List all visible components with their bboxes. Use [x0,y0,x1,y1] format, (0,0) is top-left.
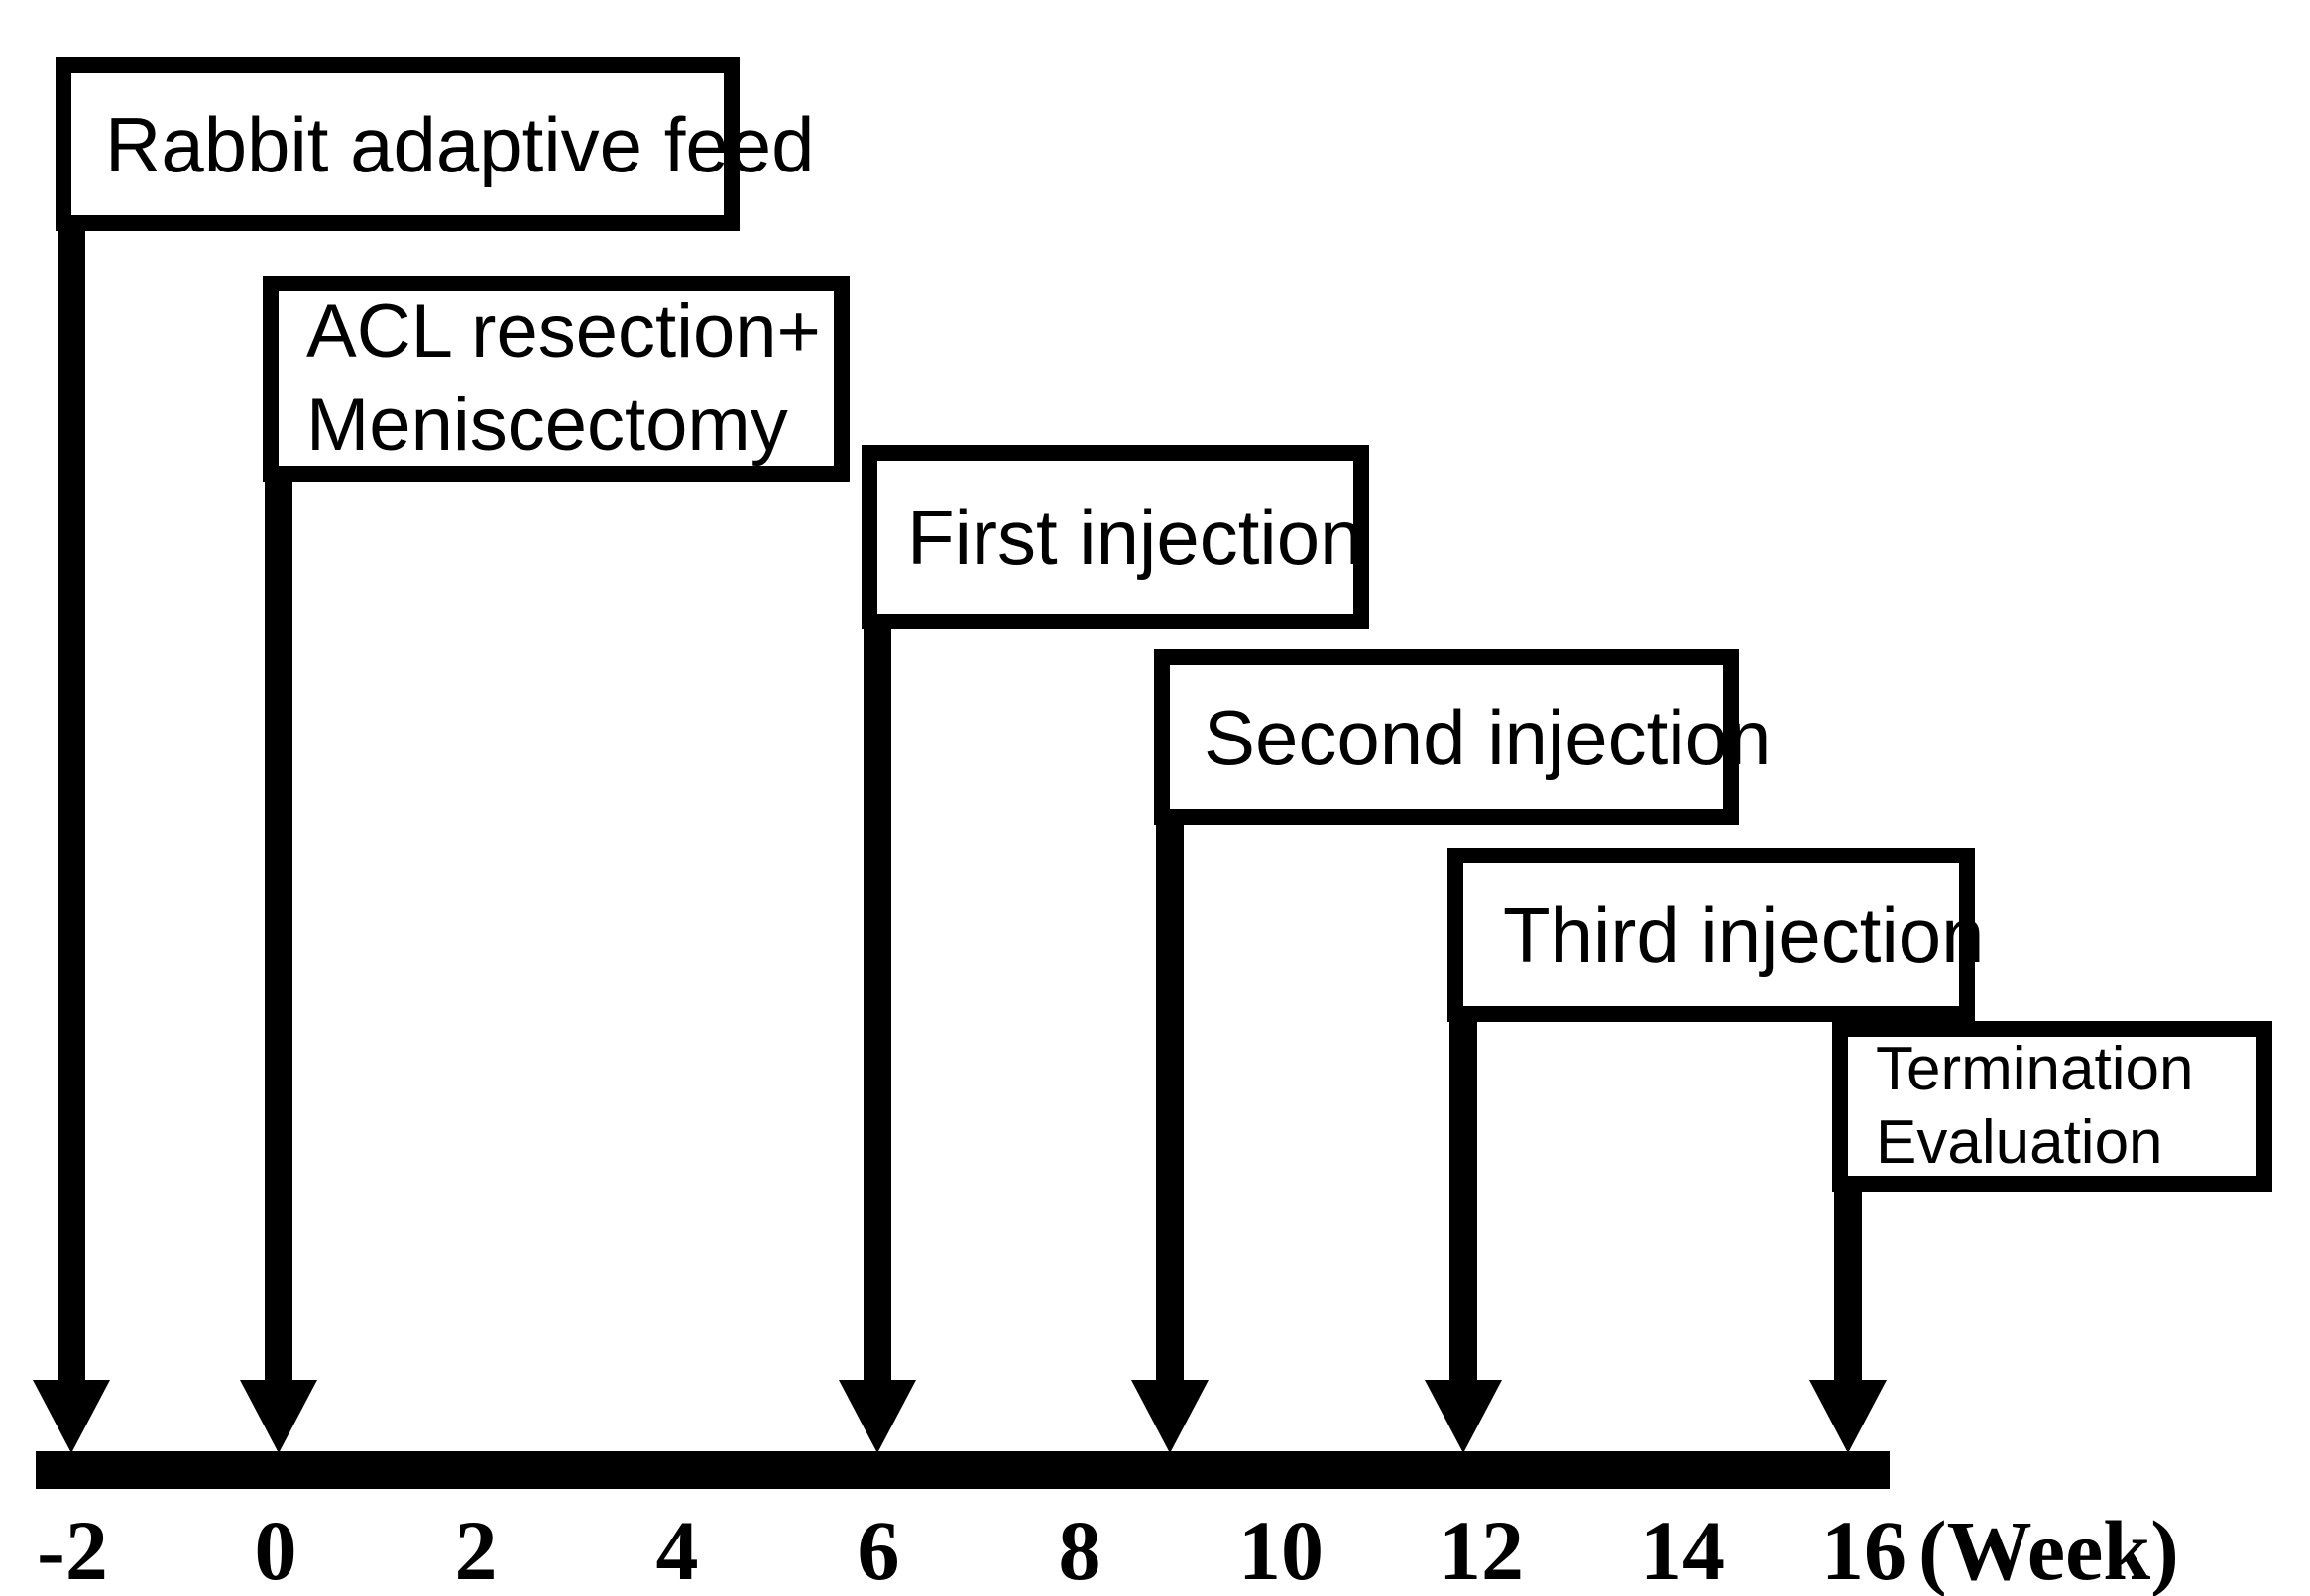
week-tick-label: 8 [1058,1503,1101,1596]
event-box-first-injection: First injection [862,445,1369,629]
event-label: Second injection [1204,693,1772,781]
event-label: First injection [907,494,1363,581]
arrow-head-icon [240,1380,317,1453]
arrow-head-icon [33,1380,110,1453]
week-tick-label: 14 [1640,1503,1725,1596]
arrow-shaft-second-injection [1156,825,1184,1386]
event-label: ACL resection+ [306,289,821,374]
event-label: Termination [1876,1035,2194,1103]
event-box-rabbit-adaptive-feed: Rabbit adaptive feed [56,57,815,231]
event-box-third-injection: Third injection [1447,848,1985,1022]
event-box-termination-evaluation: Termination Evaluation [1832,1021,2272,1192]
arrow-shaft-third-injection [1449,1022,1477,1386]
week-tick-label: 0 [254,1503,297,1596]
timeline-axis-bar [36,1451,1890,1489]
event-box-second-injection: Second injection [1154,649,1772,825]
arrow-shaft-first-injection [864,629,891,1386]
arrow-shaft-termination-evaluation [1834,1192,1862,1386]
arrow-head-icon [1131,1380,1209,1453]
week-tick-label: 12 [1439,1503,1524,1596]
arrow-shaft-acl-resection [265,482,292,1386]
week-tick-label: 4 [655,1503,699,1596]
arrow-head-icon [1809,1380,1887,1453]
week-tick-label: 16 [1821,1503,1906,1596]
arrow-head-icon [839,1380,916,1453]
event-label: Evaluation [1876,1108,2163,1177]
week-tick-label: 6 [857,1503,900,1596]
week-tick-label: 10 [1238,1503,1324,1596]
event-label: Meniscectomy [306,383,788,467]
week-axis-unit-label: (Week) [1918,1503,2179,1596]
week-tick-label: 2 [454,1503,498,1596]
event-label: Third injection [1503,891,1985,978]
week-tick-label: -2 [37,1503,108,1596]
event-box-acl-resection-meniscectomy: ACL resection+ Meniscectomy [263,276,850,482]
arrow-shaft-rabbit-adaptive-feed [58,231,85,1386]
event-label: Rabbit adaptive feed [105,100,815,188]
arrow-head-icon [1425,1380,1502,1453]
